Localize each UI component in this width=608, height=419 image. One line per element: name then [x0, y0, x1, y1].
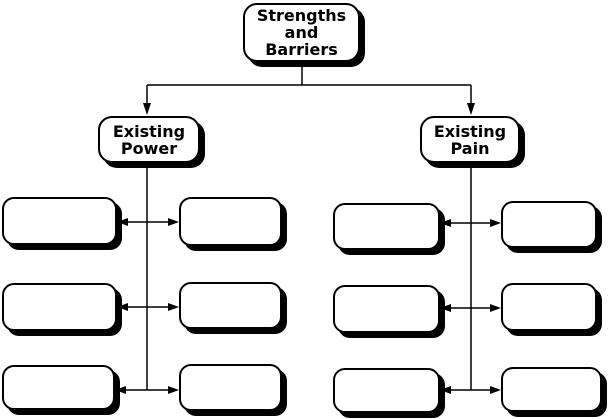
node-empty[interactable] [2, 197, 117, 245]
arrow-down-icon [143, 103, 151, 115]
arrow-left-icon [440, 386, 451, 394]
node-empty[interactable] [179, 282, 282, 329]
node-empty[interactable] [2, 365, 115, 410]
node-existing-power[interactable]: Existing Power [98, 116, 200, 163]
arrow-right-icon [490, 219, 501, 227]
node-empty[interactable] [333, 203, 440, 250]
arrow-left-icon [115, 386, 126, 394]
arrow-left-icon [440, 219, 451, 227]
arrow-left-icon [117, 218, 128, 226]
node-empty[interactable] [179, 364, 282, 411]
node-empty[interactable] [501, 283, 597, 331]
arrow-right-icon [168, 386, 179, 394]
arrow-right-icon [490, 386, 501, 394]
node-empty[interactable] [333, 368, 440, 413]
arrow-left-icon [117, 303, 128, 311]
arrow-right-icon [168, 218, 179, 226]
node-empty[interactable] [2, 283, 117, 331]
arrow-down-icon [467, 103, 475, 115]
arrow-right-icon [168, 303, 179, 311]
node-empty[interactable] [333, 285, 440, 333]
arrow-right-icon [490, 304, 501, 312]
arrow-left-icon [440, 304, 451, 312]
node-empty[interactable] [501, 367, 602, 412]
node-empty[interactable] [179, 197, 282, 246]
node-strengths-and-barriers[interactable]: Strengths and Barriers [243, 3, 360, 62]
node-empty[interactable] [501, 201, 597, 248]
node-existing-pain[interactable]: Existing Pain [420, 116, 520, 163]
